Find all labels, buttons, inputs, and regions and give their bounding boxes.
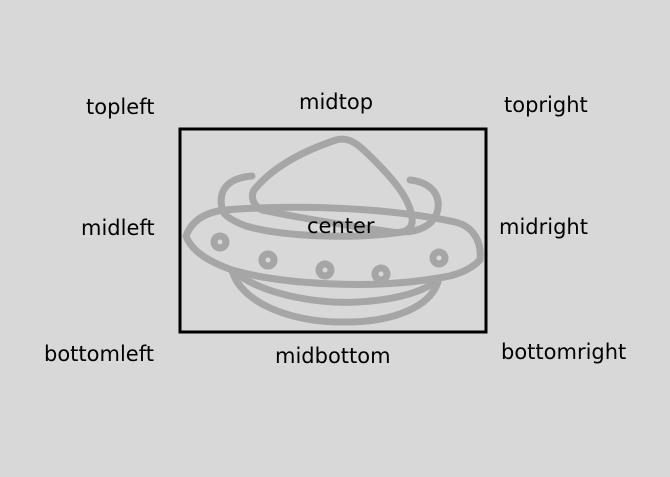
ufo-window-5 [429, 248, 449, 268]
label-topright: topright [504, 93, 588, 117]
ufo-lower-bowl-inner-shape [236, 272, 436, 306]
label-bottomleft: bottomleft [44, 342, 154, 366]
ufo-window-3 [315, 260, 335, 280]
ufo-icon [182, 135, 484, 326]
ufo-window-2 [258, 250, 278, 270]
label-midbottom: midbottom [275, 344, 391, 368]
ufo-dome-shape [248, 135, 416, 236]
ufo-lower-bowl-shape [228, 266, 442, 326]
label-center: center [307, 214, 375, 238]
ufo-window-1 [210, 232, 230, 252]
label-topleft: topleft [86, 95, 155, 119]
ufo-rim-shape [182, 203, 484, 288]
label-midright: midright [499, 215, 588, 239]
sprite-bounding-rect [178, 127, 488, 334]
ufo-window-4 [371, 264, 391, 284]
label-midtop: midtop [299, 90, 374, 114]
label-bottomright: bottomright [501, 340, 627, 364]
label-midleft: midleft [81, 216, 155, 240]
